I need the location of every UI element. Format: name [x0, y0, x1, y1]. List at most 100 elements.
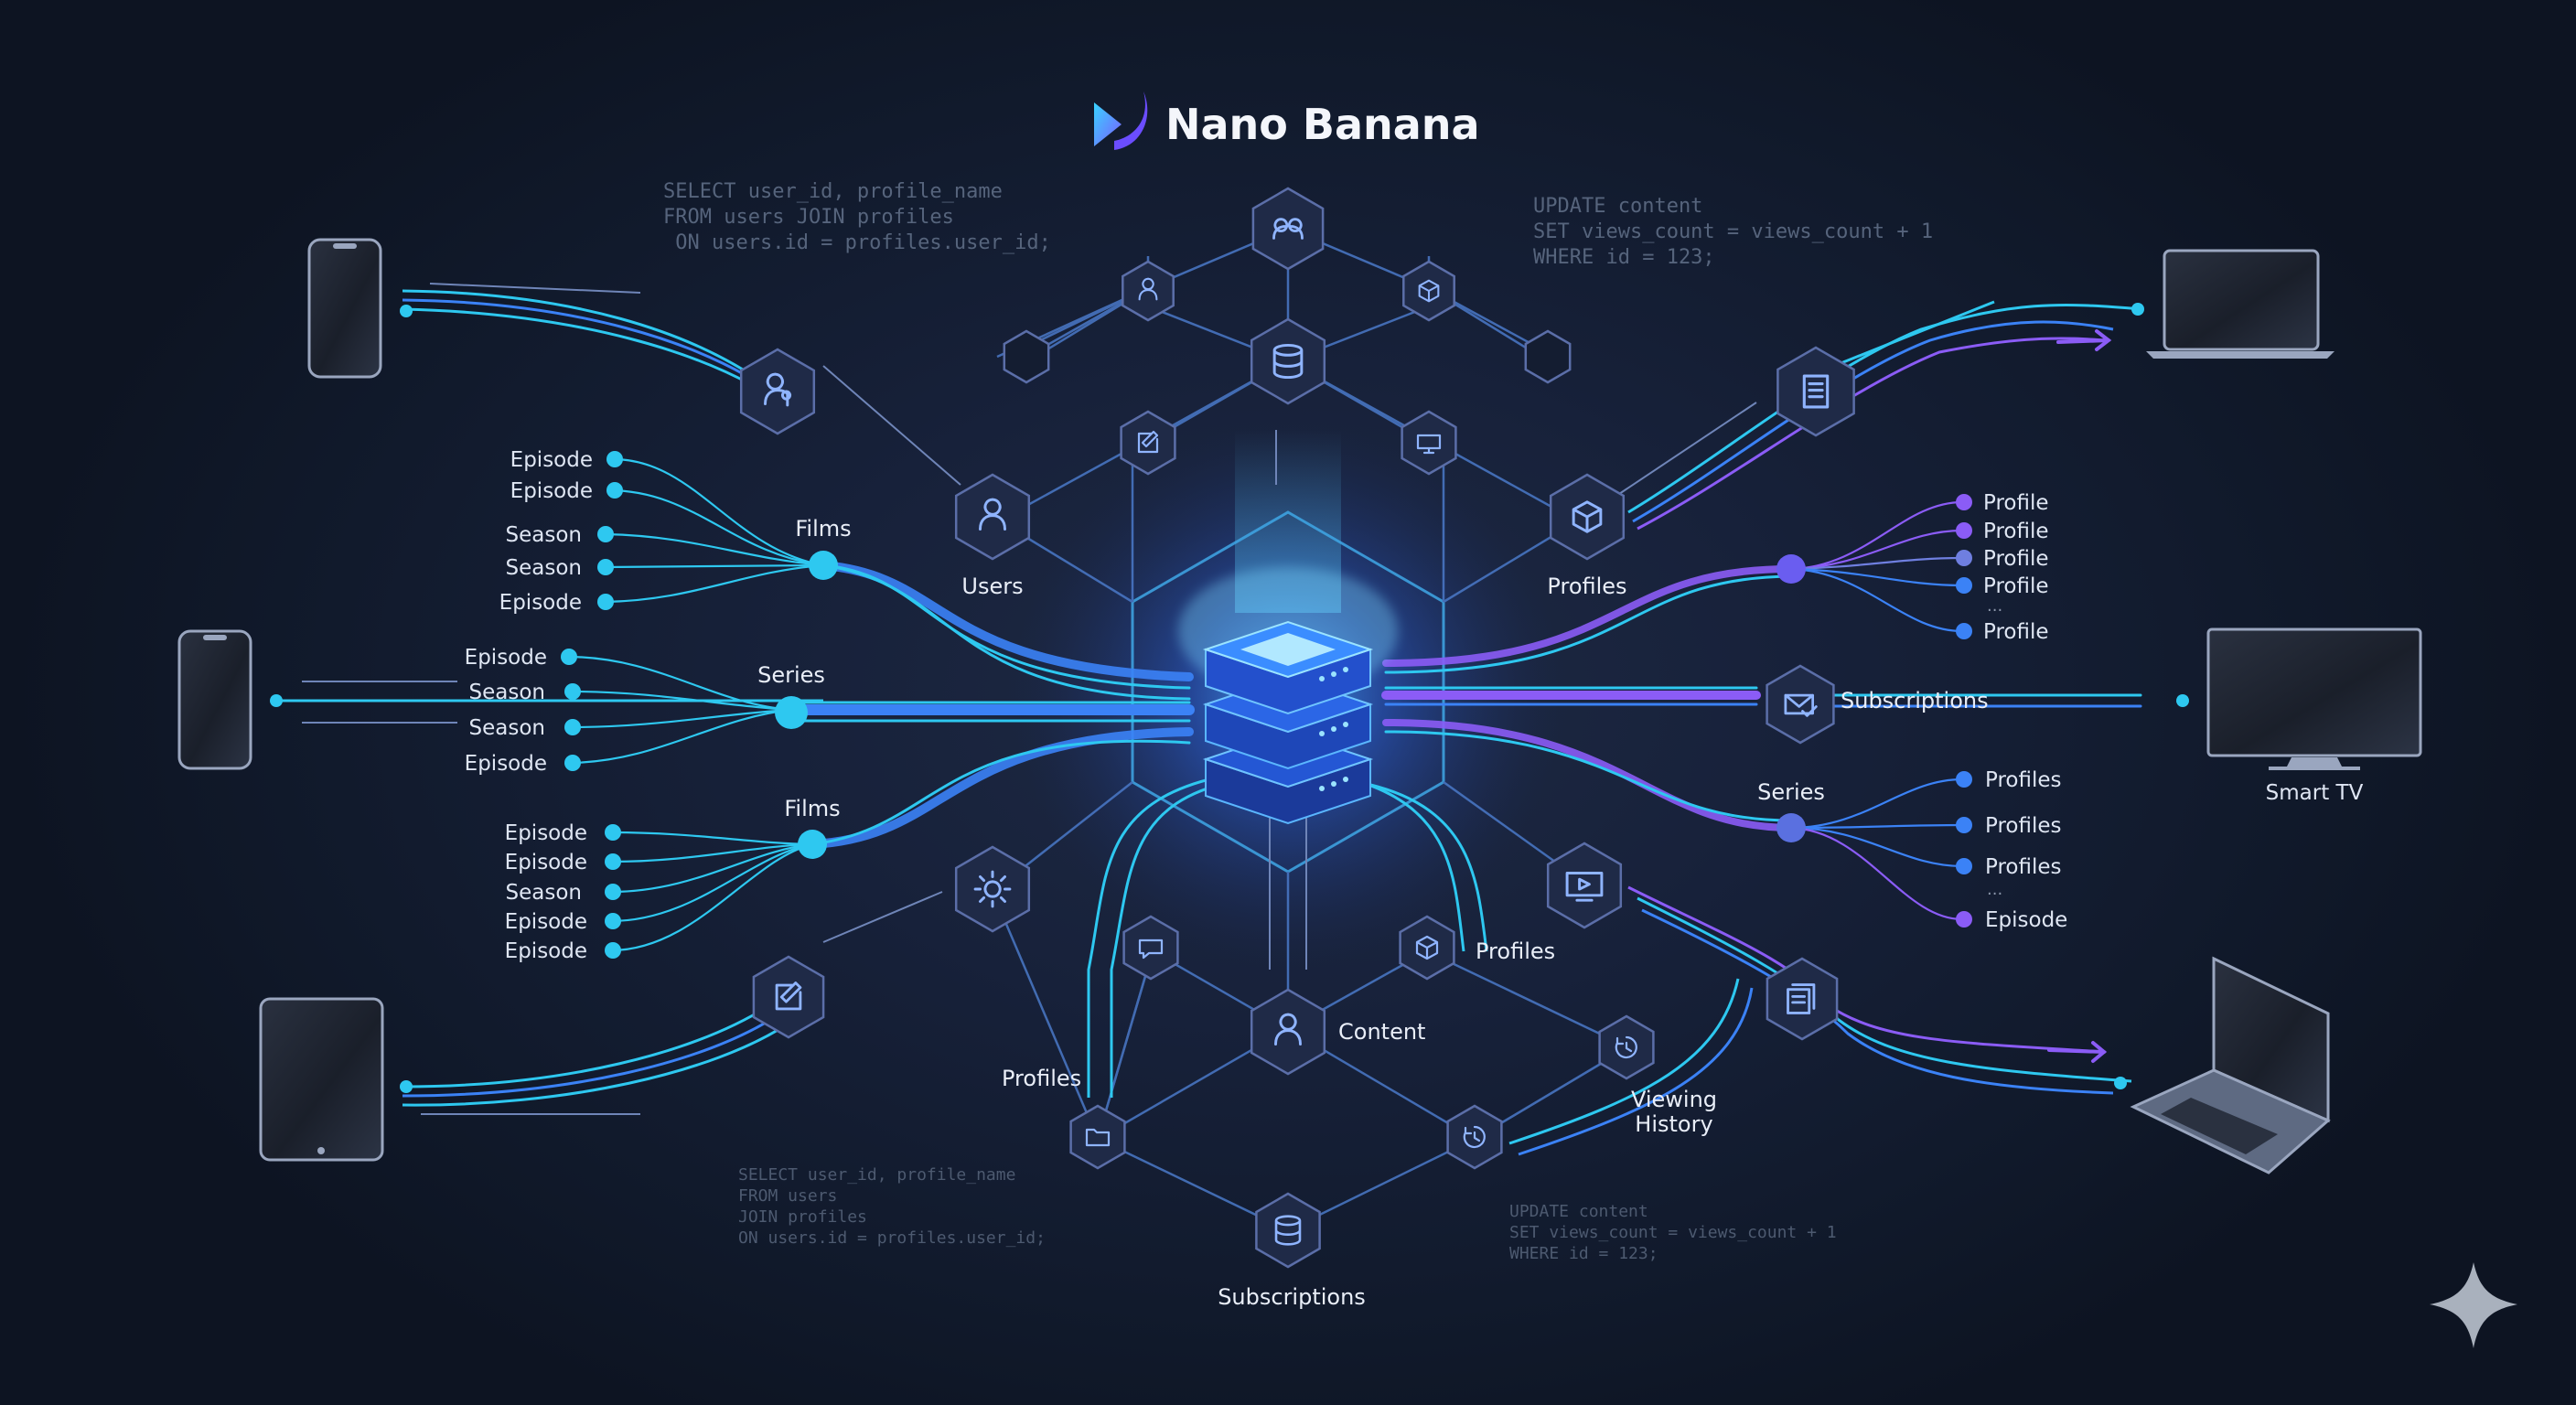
chat-icon [1138, 938, 1164, 960]
hex-node [1402, 260, 1455, 322]
node-label-viewing-history: History [1635, 1111, 1712, 1137]
hex-shape [1122, 915, 1179, 981]
edit-icon [1137, 430, 1159, 454]
right-fan-lines [1790, 500, 1963, 921]
hub-dot [775, 696, 808, 729]
item-label: Episode [505, 821, 587, 845]
hex-shape [954, 845, 1031, 933]
sql-line: ON users.id = profiles.user_id; [663, 231, 1051, 254]
right-group-profiles: Profile Profile Profile Profile ... Prof… [1776, 491, 2049, 644]
ellipsis: ... [1987, 880, 2002, 899]
bottom-flows [1087, 430, 1488, 1098]
item-label: Season [506, 556, 582, 580]
node-label-profiles: Profiles [1547, 574, 1626, 599]
device-label-smart-tv: Smart TV [2266, 781, 2364, 805]
sql-line: SET views_count = views_count + 1 [1509, 1223, 1837, 1242]
hex-shape [752, 955, 825, 1039]
item-label: Episode [505, 851, 587, 874]
hex-node [1446, 1104, 1503, 1170]
sql-line: SET views_count = views_count + 1 [1533, 220, 1933, 243]
mail-check-icon [1784, 693, 1818, 717]
hub-dot [798, 830, 827, 859]
left-fan-lines [566, 457, 824, 952]
laptop-device [2130, 956, 2331, 1174]
hex-shape [1524, 329, 1572, 384]
hex-node [1399, 915, 1455, 981]
item-label: Profile [1983, 547, 2049, 571]
hex-node [1122, 915, 1179, 981]
item-label: Profile [1983, 520, 2049, 543]
node-label-subscriptions: Subscriptions [1841, 688, 1989, 713]
hex-shape [1251, 187, 1325, 271]
hub-dot [1776, 554, 1806, 584]
users-icon [1272, 218, 1304, 240]
user-icon [1274, 1013, 1302, 1046]
left-group-series: Series Episode Season Season Episode [465, 646, 825, 776]
sql-line: WHERE id = 123; [1509, 1244, 1658, 1263]
logo-icon [1094, 102, 1122, 146]
sql-line: UPDATE content [1533, 195, 1702, 218]
documents-icon [1787, 983, 1816, 1014]
sql-bottom-left: SELECT user_id, profile_name FROM users … [738, 1165, 1046, 1248]
sql-line: SELECT user_id, profile_name [663, 180, 1003, 203]
item-label: Profile [1983, 574, 2049, 598]
history-icon [1615, 1035, 1637, 1059]
hub-label: Series [757, 662, 825, 688]
brand-name: Nano Banana [1165, 100, 1480, 149]
item-label: Profiles [1985, 855, 2062, 879]
sql-line: FROM users [738, 1186, 837, 1206]
hub-label: Films [795, 516, 851, 542]
node-label-users: Users [961, 574, 1023, 599]
package-icon [1415, 935, 1439, 960]
item-label: Episode [510, 448, 593, 472]
hex-shape [1250, 317, 1326, 405]
hex-node [1549, 473, 1626, 561]
item-label: Profile [1983, 620, 2049, 644]
hex-node [1401, 410, 1457, 476]
edit-icon [775, 981, 802, 1011]
device-links-left [274, 283, 961, 1115]
user-icon [979, 498, 1006, 531]
item-label: Episode [510, 479, 593, 503]
item-label: Season [469, 681, 545, 704]
user-key-icon [764, 372, 792, 407]
laptop-device [2146, 249, 2334, 359]
tablet-device [259, 997, 384, 1162]
left-flows [786, 561, 1195, 849]
right-flows [1381, 565, 2142, 831]
node-label-profiles: Profiles [1476, 938, 1555, 964]
history-icon [1463, 1125, 1486, 1149]
hex-shape [1120, 410, 1176, 476]
item-label: Episode [465, 646, 547, 670]
hex-node [1546, 842, 1623, 929]
left-group-films-top: Films Episode Episode Season Season Epis… [499, 448, 852, 615]
user-icon [1138, 277, 1158, 301]
sql-line: WHERE id = 123; [1533, 246, 1715, 269]
hex-node [1776, 346, 1855, 437]
hex-shape [1401, 410, 1457, 476]
hex-node [739, 348, 816, 435]
document-icon [1802, 374, 1830, 409]
gear-icon [973, 870, 1012, 908]
hub-label: Series [1757, 779, 1825, 805]
database-icon [1274, 1215, 1302, 1246]
item-label: Profiles [1985, 814, 2062, 838]
folder-icon [1085, 1128, 1111, 1147]
hub-dot [1776, 813, 1806, 842]
sql-top-left: SELECT user_id, profile_name FROM users … [663, 180, 1051, 254]
hex-node [1524, 329, 1572, 384]
cube-icon [1572, 500, 1603, 533]
logo-banana-icon [1114, 91, 1148, 150]
phone-device [307, 238, 382, 379]
hex-node [1766, 664, 1835, 745]
database-icon [1272, 343, 1304, 380]
hex-node [1250, 988, 1326, 1076]
item-label: Episode [465, 752, 547, 776]
item-label: Episode [505, 910, 587, 934]
hex-node [1598, 1014, 1655, 1080]
node-label-subscriptions: Subscriptions [1218, 1284, 1366, 1310]
sql-line: SELECT user_id, profile_name [738, 1165, 1015, 1185]
right-group-series: Series Profiles Profiles Profiles ... Ep… [1757, 768, 2067, 932]
node-label-profiles: Profiles [1002, 1066, 1081, 1091]
